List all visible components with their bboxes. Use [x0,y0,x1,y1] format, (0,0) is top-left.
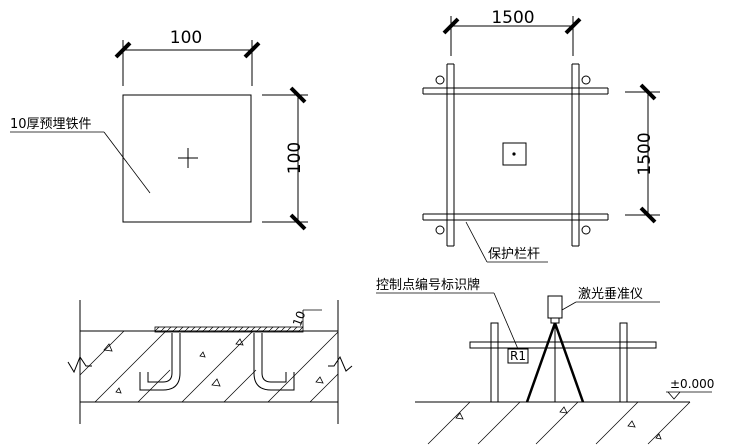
railing-rail-top [422,87,609,95]
anchor-bar [139,333,181,391]
railing-width-label: 1500 [491,8,534,28]
plate-width-label: 100 [170,28,202,48]
railing-width-dimension: 1500 [442,8,582,56]
railing-post [490,322,499,403]
plate-width-dimension: 100 [114,28,261,86]
soil-hatch [427,401,691,445]
elevation-mark: ±0.000 [666,377,714,400]
railing-post [619,322,628,403]
embedded-plate [122,94,252,223]
coupler-icon [435,75,445,85]
marker-code: R1 [510,349,526,363]
railing-label: 保护栏杆 [488,247,540,262]
center-plate [502,142,527,166]
center-point-icon [512,152,516,156]
coupler-icon [581,75,591,85]
plate-height-dimension: 100 [262,86,308,231]
plate-center-mark [178,148,198,168]
laser-section: R1 控制点编号标识牌 激光垂准仪 ±0.000 [376,277,714,445]
railing-post-right [571,63,580,247]
railing-post-left [446,63,455,247]
embedded-plate-plan: 100 100 10厚预埋铁件 [10,28,308,231]
instrument-label: 激光垂准仪 [578,287,643,302]
tripod [525,322,585,403]
plate-label: 10厚预埋铁件 [10,117,92,132]
railing-plan: 1500 [422,8,660,263]
marker-label: 控制点编号标识牌 [376,277,480,293]
elevation-label: ±0.000 [670,377,714,391]
railing-rail-bottom [422,213,609,221]
railing-height-dimension: 1500 [625,83,660,224]
aggregate-marks [103,338,324,394]
instrument-leader: 激光垂准仪 [561,287,660,311]
plate-thickness-dimension: 10 [290,309,322,328]
coupler-icon [435,225,445,235]
railing-leader: 保护栏杆 [465,221,548,263]
railing-height-label: 1500 [635,132,655,175]
concrete-hatch [79,330,339,403]
plate-leader: 10厚预埋铁件 [10,117,151,194]
laser-instrument [547,295,563,319]
plate-thickness-label: 10 [290,309,308,328]
marker-leader: 控制点编号标识牌 [376,277,519,350]
plate-height-label: 100 [285,142,305,174]
anchor-bar [253,333,295,391]
slab-section: 10 [67,300,353,424]
embedded-plate-section [154,326,304,333]
coupler-icon [581,225,591,235]
